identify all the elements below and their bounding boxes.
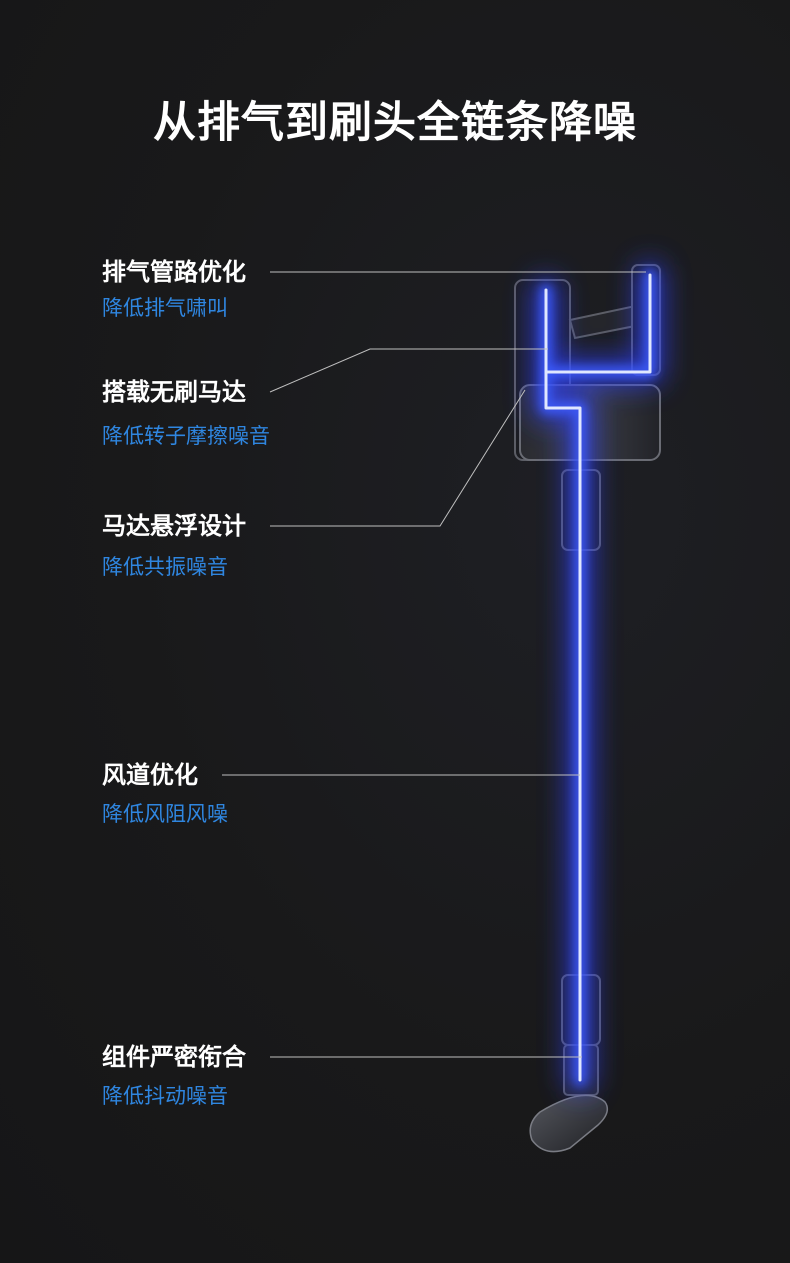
feature-label: 组件严密衔合 xyxy=(102,1043,246,1071)
feature-label: 马达悬浮设计 xyxy=(102,512,246,540)
callout-line-suspension xyxy=(270,389,526,527)
feature-airduct: 风道优化 降低风阻风噪 xyxy=(102,763,228,825)
feature-sub: 降低共振噪音 xyxy=(102,555,228,579)
feature-sub: 降低抖动噪音 xyxy=(102,1084,228,1108)
page-title: 从排气到刷头全链条降噪 xyxy=(153,98,637,148)
feature-sub: 降低风阻风噪 xyxy=(102,802,228,826)
callout-lines xyxy=(222,271,646,1058)
feature-exhaust: 排气管路优化 降低排气啸叫 xyxy=(102,260,246,319)
callout-line-motor xyxy=(269,348,548,393)
floor-head xyxy=(529,1094,609,1153)
feature-sub: 降低排气啸叫 xyxy=(102,296,228,320)
feature-components: 组件严密衔合 降低抖动噪音 xyxy=(102,1045,246,1107)
feature-suspension: 马达悬浮设计 降低共振噪音 xyxy=(102,514,246,578)
feature-label: 排气管路优化 xyxy=(102,258,246,286)
feature-sub: 降低转子摩擦噪音 xyxy=(102,424,270,448)
feature-label: 搭载无刷马达 xyxy=(102,378,246,406)
feature-motor: 搭载无刷马达 降低转子摩擦噪音 xyxy=(102,380,270,447)
feature-label: 风道优化 xyxy=(102,761,198,789)
airflow-core xyxy=(544,273,652,1082)
